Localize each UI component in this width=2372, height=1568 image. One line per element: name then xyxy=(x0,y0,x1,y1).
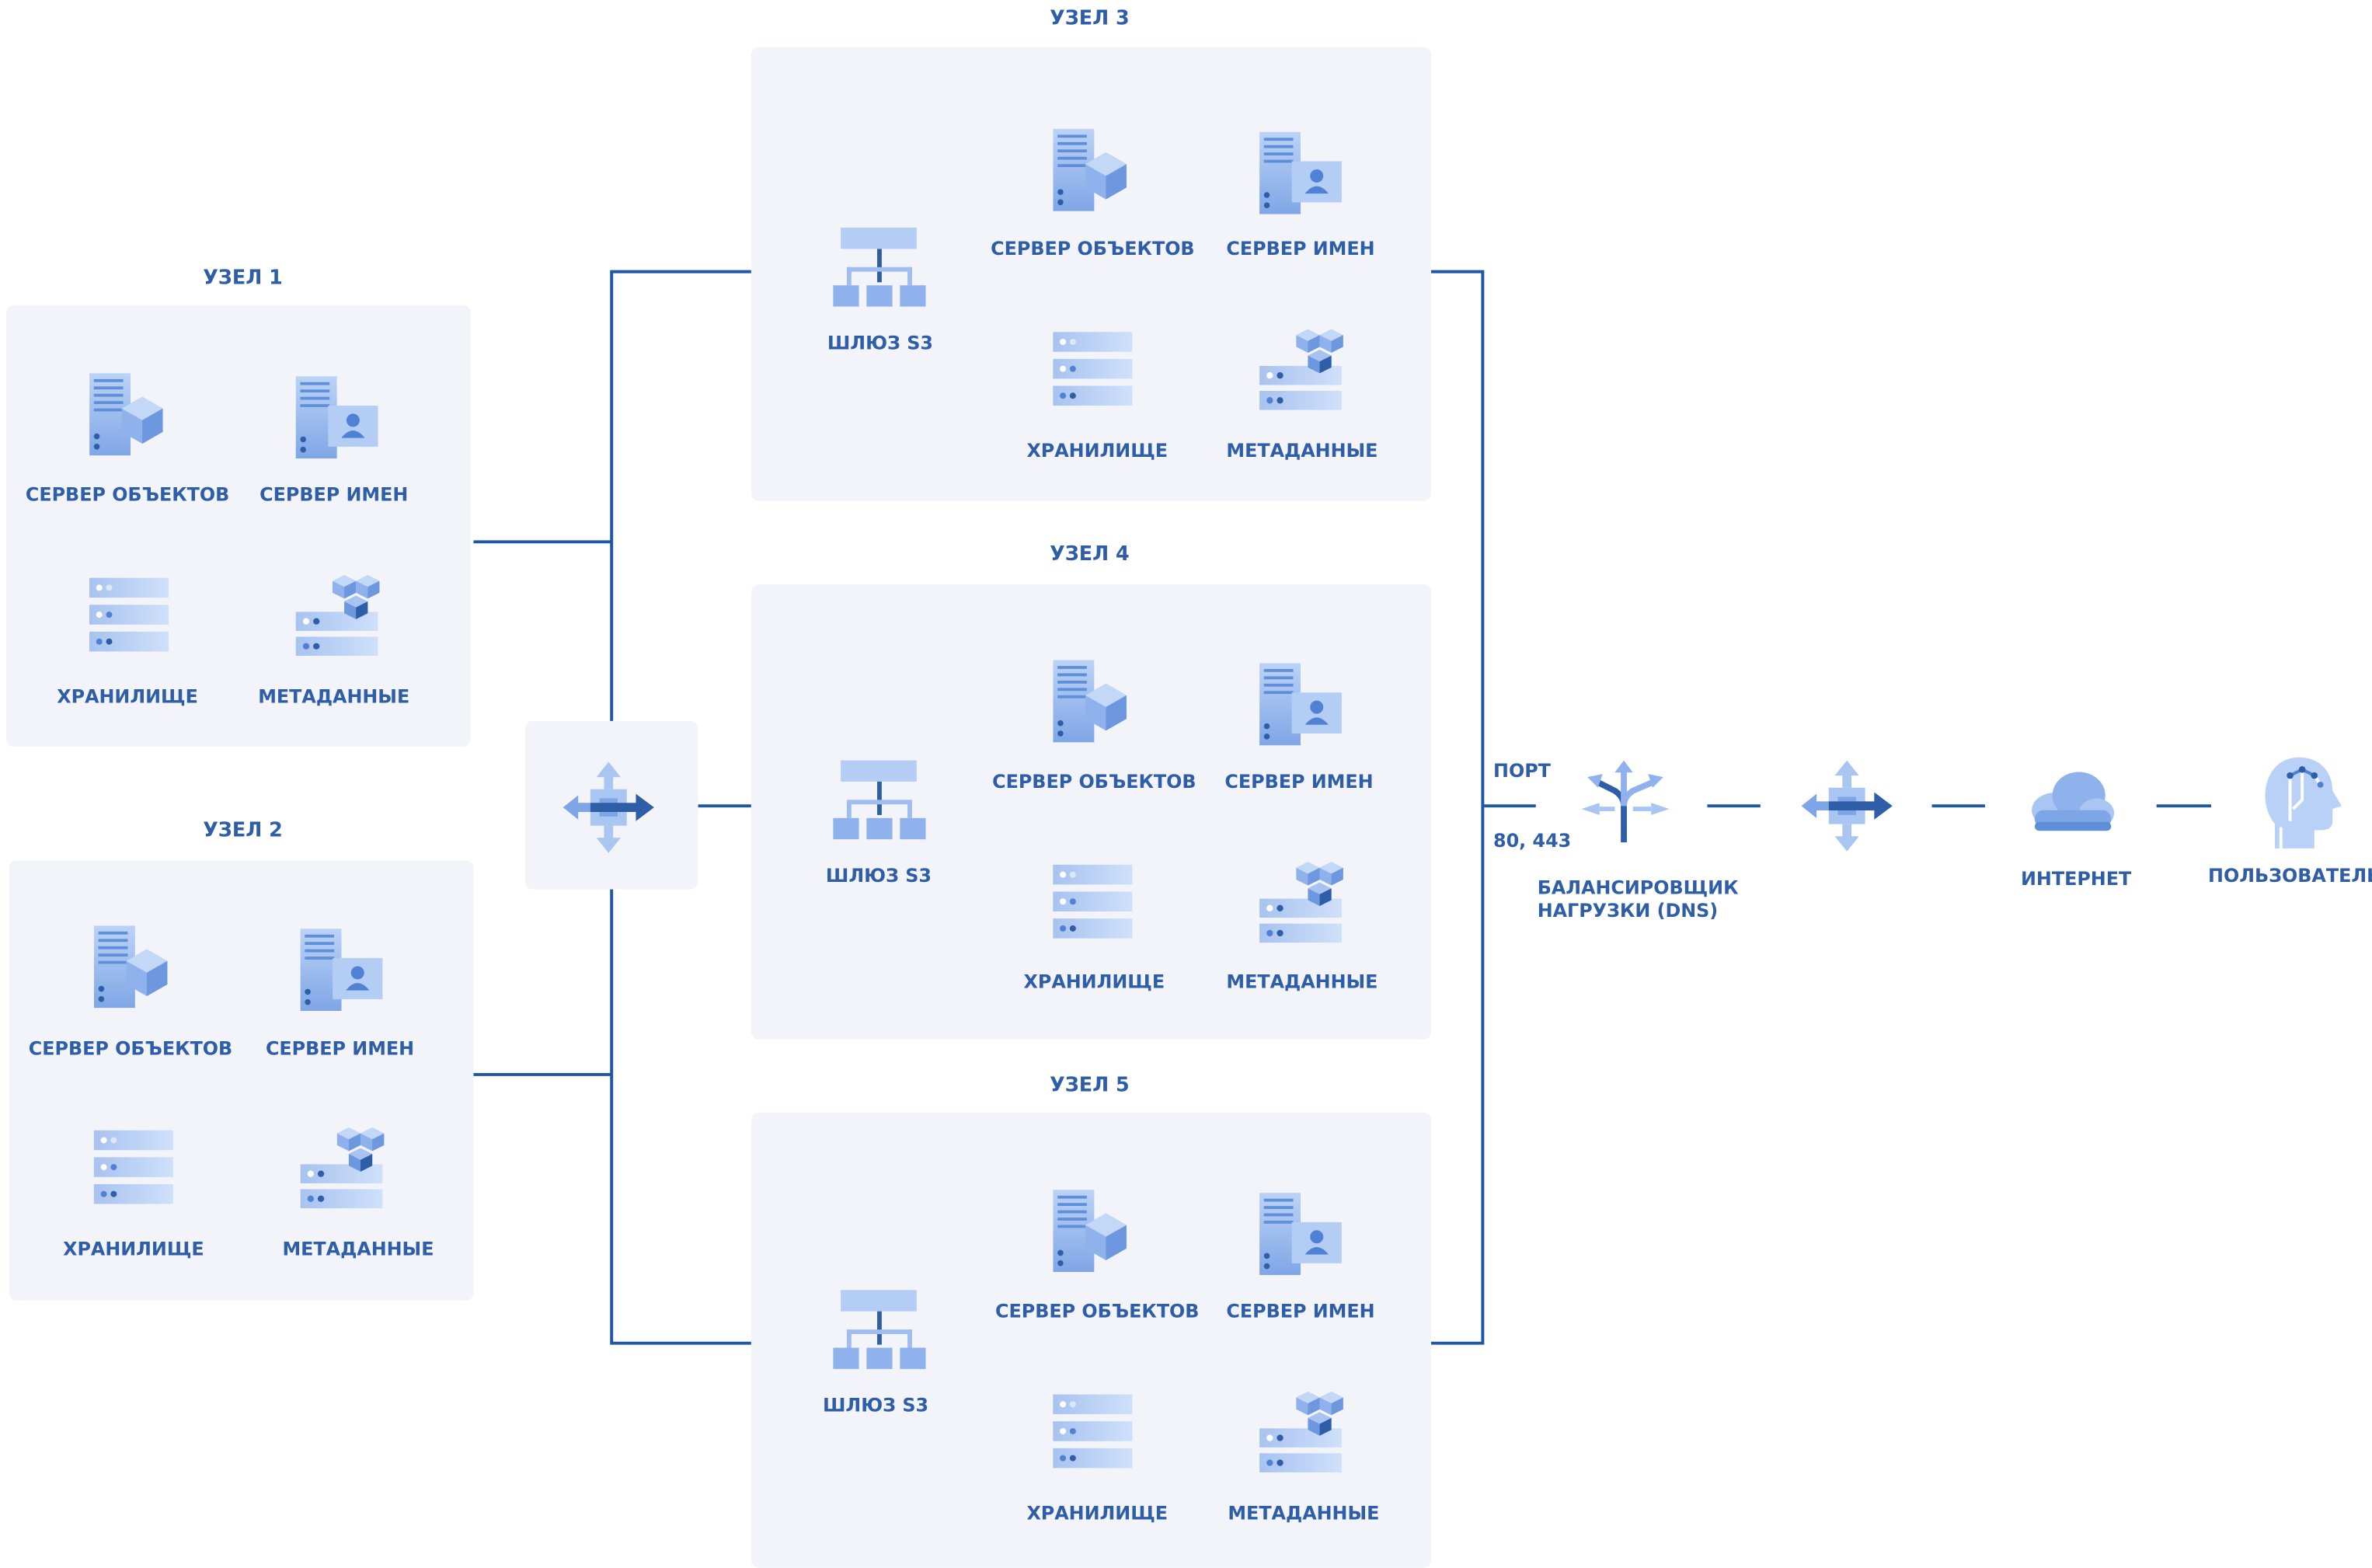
name-server-icon xyxy=(1256,660,1344,748)
object-server-label: СЕРВЕР ОБЪЕКТОВ xyxy=(991,238,1195,260)
load-balancer-icon xyxy=(1578,761,1675,845)
storage-label: ХРАНИЛИЩЕ xyxy=(1026,1502,1169,1524)
storage-icon xyxy=(86,572,171,657)
metadata-icon xyxy=(1256,859,1344,947)
s3-gateway-label: ШЛЮЗ S3 xyxy=(823,1395,929,1416)
node-5: ШЛЮЗ S3 СЕРВЕР ОБЪЕКТОВ СЕРВЕР ИМЕН ХРАН… xyxy=(751,1112,1431,1568)
s3-gateway-label: ШЛЮЗ S3 xyxy=(827,332,933,354)
node-2: СЕРВЕР ОБЪЕКТОВ СЕРВЕР ИМЕН ХРАНИЛИЩЕ МЕ… xyxy=(9,860,474,1301)
storage-icon xyxy=(1050,1389,1135,1473)
object-server-icon xyxy=(86,371,174,458)
network-switch-icon xyxy=(560,759,657,856)
node-5-title: УЗЕЛ 5 xyxy=(1050,1074,1130,1098)
storage-label: ХРАНИЛИЩЕ xyxy=(1023,971,1165,993)
name-server-label: СЕРВЕР ИМЕН xyxy=(1226,238,1375,260)
s3-gateway-label: ШЛЮЗ S3 xyxy=(825,865,932,887)
network-switch-icon xyxy=(1799,758,1896,855)
balancer-label-line1: БАЛАНСИРОВЩИК xyxy=(1537,877,1739,899)
port-number-label: 80, 443 xyxy=(1493,830,1572,852)
storage-icon xyxy=(91,1124,176,1209)
storage-label: ХРАНИЛИЩЕ xyxy=(1026,440,1169,462)
metadata-icon xyxy=(1256,326,1344,414)
balancer-label-line2: НАГРУЗКИ (DNS) xyxy=(1537,900,1719,922)
storage-icon xyxy=(1050,859,1135,944)
object-server-label: СЕРВЕР ОБЪЕКТОВ xyxy=(992,771,1196,793)
s3-gateway-icon xyxy=(831,1287,925,1371)
storage-label: ХРАНИЛИЩЕ xyxy=(63,1238,204,1260)
node-1: СЕРВЕР ОБЪЕКТОВ СЕРВЕР ИМЕН ХРАНИЛИЩЕ МЕ… xyxy=(5,305,471,747)
metadata-icon xyxy=(298,1124,385,1212)
object-server-icon xyxy=(1050,126,1138,214)
user-head-icon xyxy=(2254,754,2351,852)
object-server-icon xyxy=(1050,657,1138,745)
object-server-icon xyxy=(91,923,179,1011)
name-server-label: СЕРВЕР ИМЕН xyxy=(265,1038,415,1060)
object-server-label: СЕРВЕР ОБЪЕКТОВ xyxy=(25,484,230,506)
node-3-title: УЗЕЛ 3 xyxy=(1050,7,1130,31)
s3-gateway-icon xyxy=(831,225,925,309)
name-server-label: СЕРВЕР ИМЕН xyxy=(1226,1300,1375,1322)
network-switch-hub xyxy=(524,720,698,890)
metadata-icon xyxy=(293,572,381,660)
node-3: ШЛЮЗ S3 СЕРВЕР ОБЪЕКТОВ СЕРВЕР ИМЕН ХРАН… xyxy=(751,47,1431,501)
node-1-title: УЗЕЛ 1 xyxy=(203,267,283,291)
name-server-label: СЕРВЕР ИМЕН xyxy=(1224,771,1374,793)
node-2-title: УЗЕЛ 2 xyxy=(203,819,283,843)
name-server-icon xyxy=(293,374,381,462)
object-server-label: СЕРВЕР ОБЪЕКТОВ xyxy=(995,1300,1200,1322)
user-label: ПОЛЬЗОВАТЕЛЬ xyxy=(2208,865,2372,887)
s3-gateway-icon xyxy=(831,758,925,842)
object-server-icon xyxy=(1050,1186,1138,1274)
port-label: ПОРТ xyxy=(1493,760,1551,782)
object-server-label: СЕРВЕР ОБЪЕКТОВ xyxy=(28,1038,233,1060)
name-server-icon xyxy=(298,926,385,1014)
metadata-label: МЕТАДАННЫЕ xyxy=(258,685,410,708)
name-server-icon xyxy=(1256,129,1344,217)
metadata-label: МЕТАДАННЫЕ xyxy=(1226,440,1378,462)
metadata-label: МЕТАДАННЫЕ xyxy=(282,1238,434,1260)
wire-bus-right xyxy=(1430,270,1485,1345)
cloud-icon xyxy=(2023,765,2117,838)
storage-icon xyxy=(1050,326,1135,411)
name-server-label: СЕРВЕР ИМЕН xyxy=(259,484,409,506)
storage-label: ХРАНИЛИЩЕ xyxy=(57,685,198,708)
name-server-icon xyxy=(1256,1190,1344,1277)
metadata-label: МЕТАДАННЫЕ xyxy=(1228,1502,1380,1524)
node-4-title: УЗЕЛ 4 xyxy=(1050,543,1130,566)
internet-label: ИНТЕРНЕТ xyxy=(2021,868,2132,890)
metadata-label: МЕТАДАННЫЕ xyxy=(1226,971,1378,993)
metadata-icon xyxy=(1256,1389,1344,1476)
node-4: ШЛЮЗ S3 СЕРВЕР ОБЪЕКТОВ СЕРВЕР ИМЕН ХРАН… xyxy=(751,584,1431,1040)
